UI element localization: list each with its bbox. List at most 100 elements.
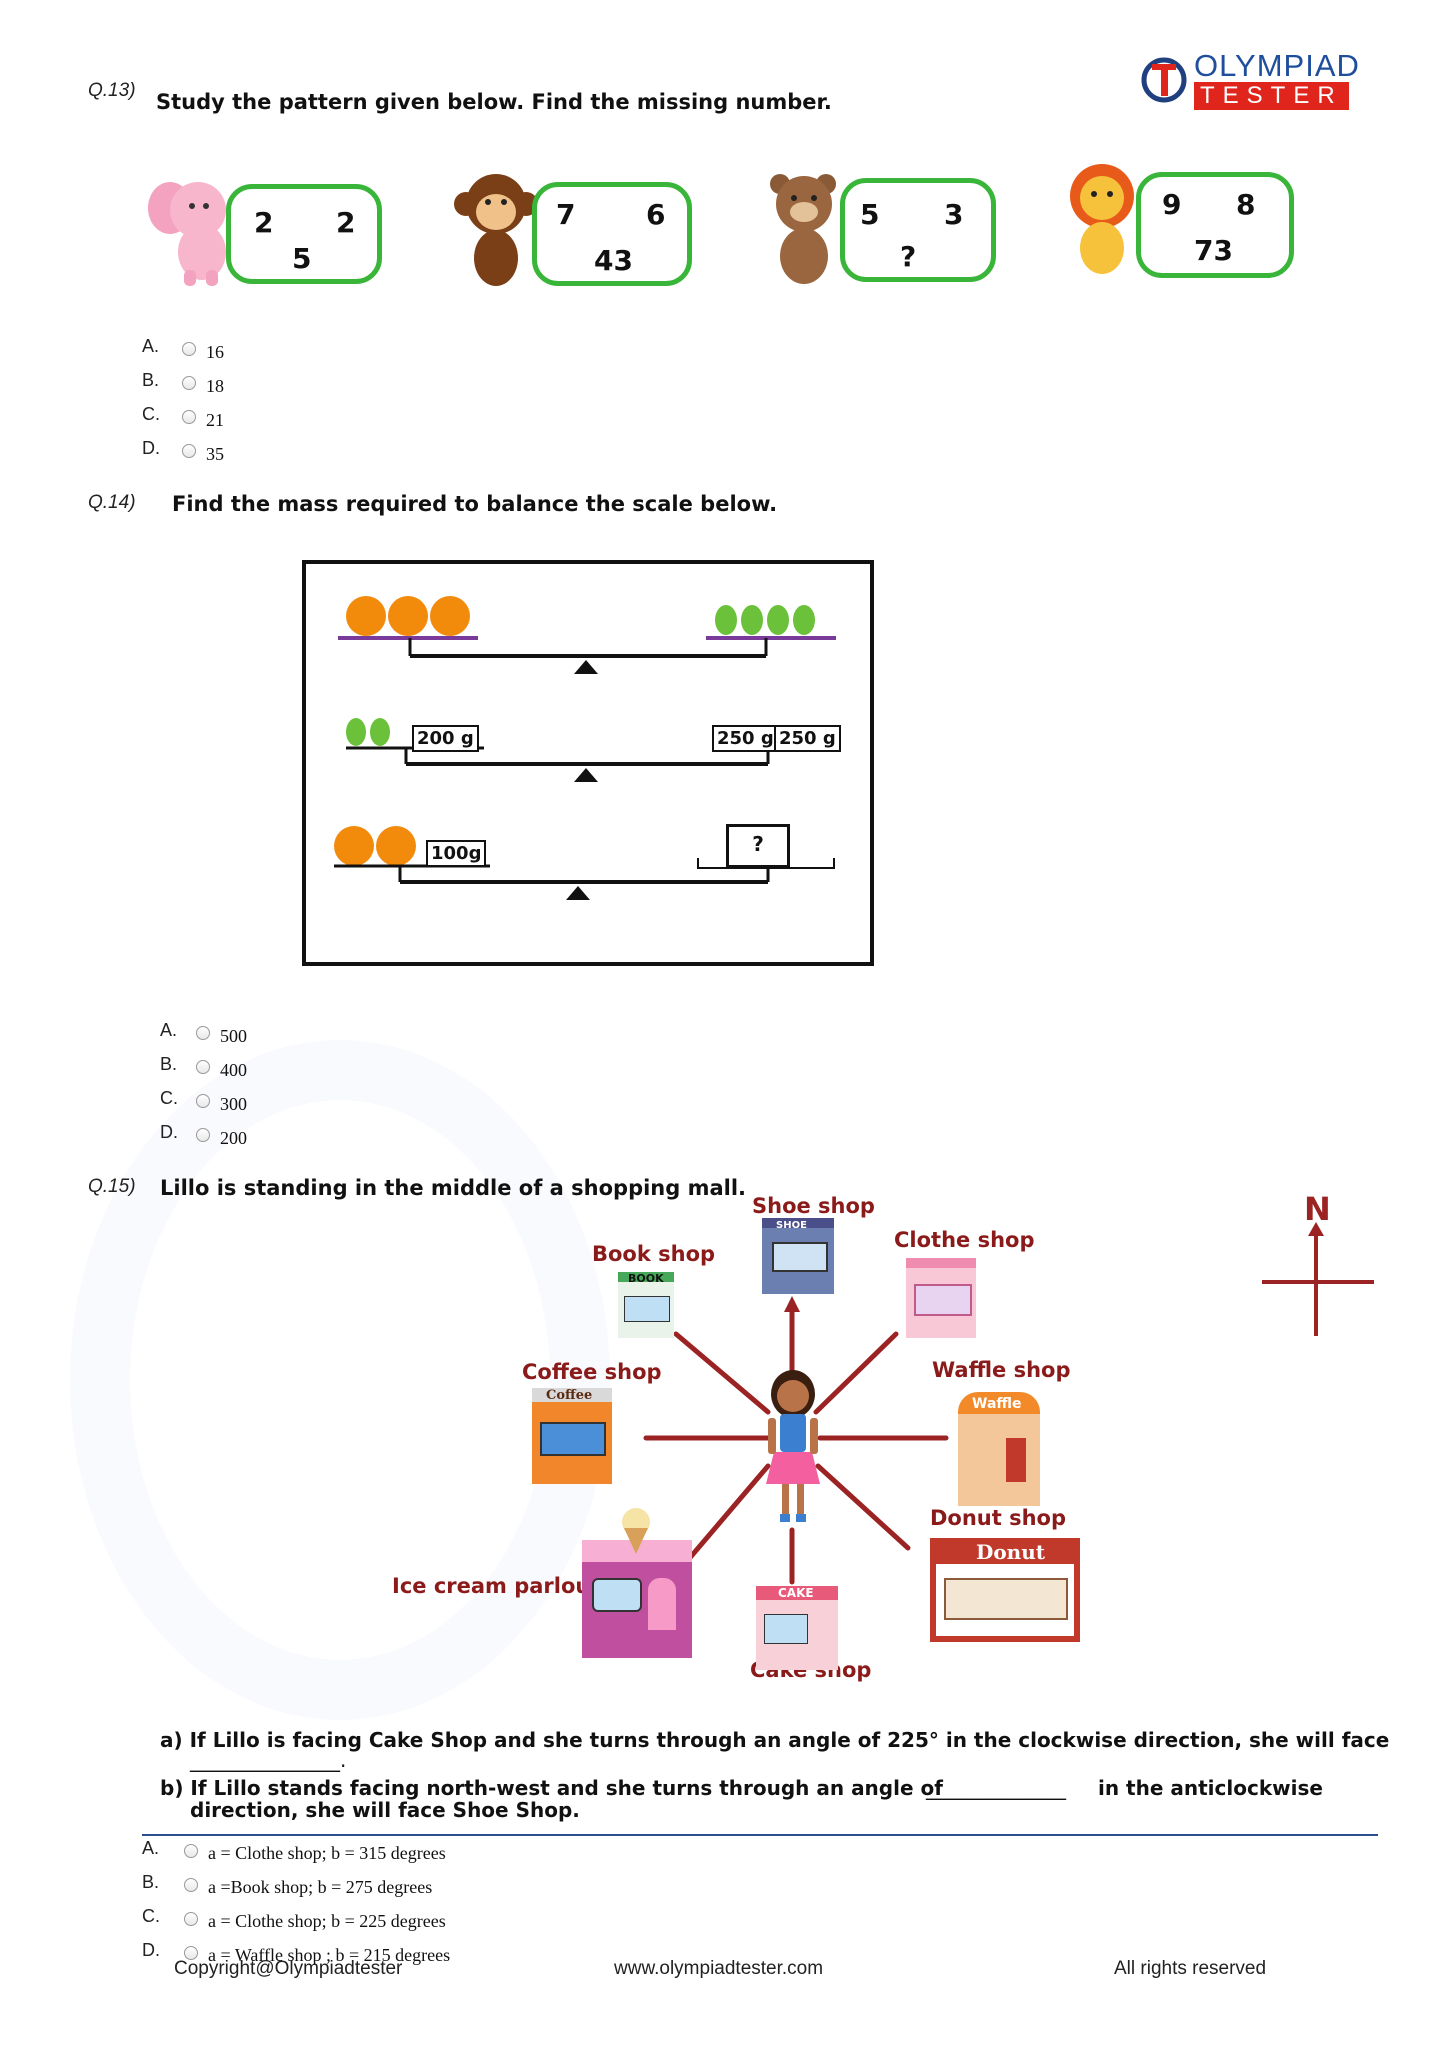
bear-icon (770, 174, 836, 284)
pattern-4-bottom: 73 (1194, 234, 1233, 267)
weight-250g-a: 250 g (712, 725, 779, 752)
coffee-shop-sign: Coffee (546, 1388, 593, 1403)
balance-scale-drawing (334, 596, 836, 900)
unknown-weight-box: ? (726, 824, 790, 868)
option-letter: D. (142, 1940, 160, 1960)
option-text: 200 (220, 1128, 247, 1148)
pattern-box-4 (1136, 172, 1294, 278)
radio-button[interactable] (184, 1912, 198, 1926)
q15-question: Lillo is standing in the middle of a sho… (160, 1176, 747, 1200)
q15-part-a: a) If Lillo is facing Cake Shop and she … (160, 1728, 1390, 1752)
shop-label-book: Book shop (592, 1242, 716, 1266)
compass-cross-icon (1262, 1222, 1374, 1336)
pattern-3-bottom: ? (900, 240, 917, 273)
option-letter: C. (142, 1906, 160, 1926)
icecream-parlour-window (592, 1578, 642, 1612)
option-text: a = Clothe shop; b = 225 degrees (208, 1911, 446, 1931)
option-letter: D. (142, 438, 160, 458)
option-letter: A. (160, 1020, 178, 1040)
radio-button[interactable] (196, 1128, 210, 1142)
option-letter: C. (142, 404, 160, 424)
shop-label-coffee: Coffee shop (522, 1360, 662, 1384)
shop-label-clothe: Clothe shop (894, 1228, 1035, 1252)
pattern-1-top-right: 2 (336, 206, 356, 239)
q15-part-b-line2: direction, she will face Shoe Shop. (190, 1798, 580, 1822)
footer-copyright: Copyright@Olympiadtester (174, 1958, 403, 1979)
shop-label-donut: Donut shop (930, 1506, 1067, 1530)
pattern-2-top-left: 7 (556, 198, 576, 231)
q15-part-b-suffix: in the anticlockwise (1098, 1776, 1323, 1800)
option-letter: B. (142, 1872, 160, 1892)
pattern-card-2: 7 6 43 (452, 160, 702, 290)
radio-button[interactable] (184, 1878, 198, 1892)
clothe-shop-window (914, 1284, 972, 1316)
option-text: a = Waffle shop ; b = 215 degrees (208, 1945, 451, 1965)
shop-label-icecream: Ice cream parlour (392, 1574, 601, 1598)
waffle-shop-sign: Waffle (972, 1396, 1022, 1412)
option-letter: C. (160, 1088, 178, 1108)
pattern-card-1: 2 2 5 (140, 168, 400, 293)
pattern-1-top-left: 2 (254, 206, 274, 239)
shop-label-shoe: Shoe shop (752, 1194, 875, 1218)
option-letter: D. (160, 1122, 178, 1142)
q15-part-a-blank: _______________. (190, 1748, 347, 1772)
weight-200g-label: 200 g (417, 728, 474, 749)
icecream-parlour-building (582, 1508, 692, 1658)
balance-scale-figure: 200 g 250 g 250 g 100g ? (302, 560, 874, 966)
pattern-4-top-right: 8 (1236, 188, 1256, 221)
pattern-box-1 (226, 184, 382, 284)
waffle-shop-door (1006, 1438, 1026, 1482)
pattern-box-2 (532, 182, 692, 286)
donut-shop-building: Donut (930, 1538, 1080, 1642)
weight-100g: 100g (426, 840, 487, 867)
q15-part-b-blank: ______________ (926, 1776, 1066, 1800)
q14-question: Find the mass required to balance the sc… (172, 492, 778, 516)
weight-200g: 200 g (412, 725, 479, 752)
radio-button[interactable] (196, 1060, 210, 1074)
shoe-shop-sign: SHOE (776, 1220, 807, 1231)
footer-rights: All rights reserved (1114, 1958, 1267, 1979)
cake-shop-sign: CAKE (778, 1586, 814, 1600)
option-text: 300 (220, 1094, 247, 1114)
compass: N (1258, 1190, 1378, 1346)
option-text: a = Clothe shop; b = 315 degrees (208, 1843, 446, 1863)
option-text: a =Book shop; b = 275 degrees (208, 1877, 433, 1897)
pattern-card-3: 5 3 ? (760, 160, 1010, 290)
option-text: 18 (206, 376, 224, 396)
unknown-weight-label: ? (752, 832, 764, 856)
radio-button[interactable] (196, 1026, 210, 1040)
cake-shop-building: CAKE (756, 1586, 838, 1670)
waffle-shop-building: Waffle (958, 1392, 1040, 1506)
coffee-shop-window (540, 1422, 606, 1456)
icecream-parlour-door (648, 1578, 676, 1630)
pattern-4-top-left: 9 (1162, 188, 1182, 221)
lillo-girl-icon (766, 1370, 820, 1522)
radio-button[interactable] (182, 444, 196, 458)
divider-line (142, 1834, 1378, 1836)
radio-button[interactable] (182, 342, 196, 356)
pattern-3-top-left: 5 (860, 198, 880, 231)
option-text: 21 (206, 410, 224, 430)
olympiad-tester-logo: OLYMPIAD TESTER (1140, 48, 1359, 110)
weight-250g-b-label: 250 g (779, 728, 836, 749)
radio-button[interactable] (196, 1094, 210, 1108)
pattern-box-3 (840, 178, 996, 282)
shop-label-waffle: Waffle shop (932, 1358, 1071, 1382)
radio-button[interactable] (182, 376, 196, 390)
radio-button[interactable] (182, 410, 196, 424)
lion-icon (1070, 164, 1134, 274)
option-text: 400 (220, 1060, 247, 1080)
weight-250g-a-label: 250 g (717, 728, 774, 749)
footer-website[interactable]: www.olympiadtester.com (614, 1958, 824, 1979)
compass-north-label: N (1304, 1190, 1331, 1228)
radio-button[interactable] (184, 1946, 198, 1960)
pattern-2-top-right: 6 (646, 198, 666, 231)
radio-button[interactable] (184, 1844, 198, 1858)
ice-cream-cone-icon (622, 1508, 650, 1554)
clothe-shop-building (906, 1258, 976, 1338)
coffee-shop-building: Coffee (532, 1388, 612, 1484)
option-text: 35 (206, 444, 224, 464)
pattern-card-4: 9 8 73 (1058, 160, 1308, 285)
elephant-icon (148, 182, 226, 286)
